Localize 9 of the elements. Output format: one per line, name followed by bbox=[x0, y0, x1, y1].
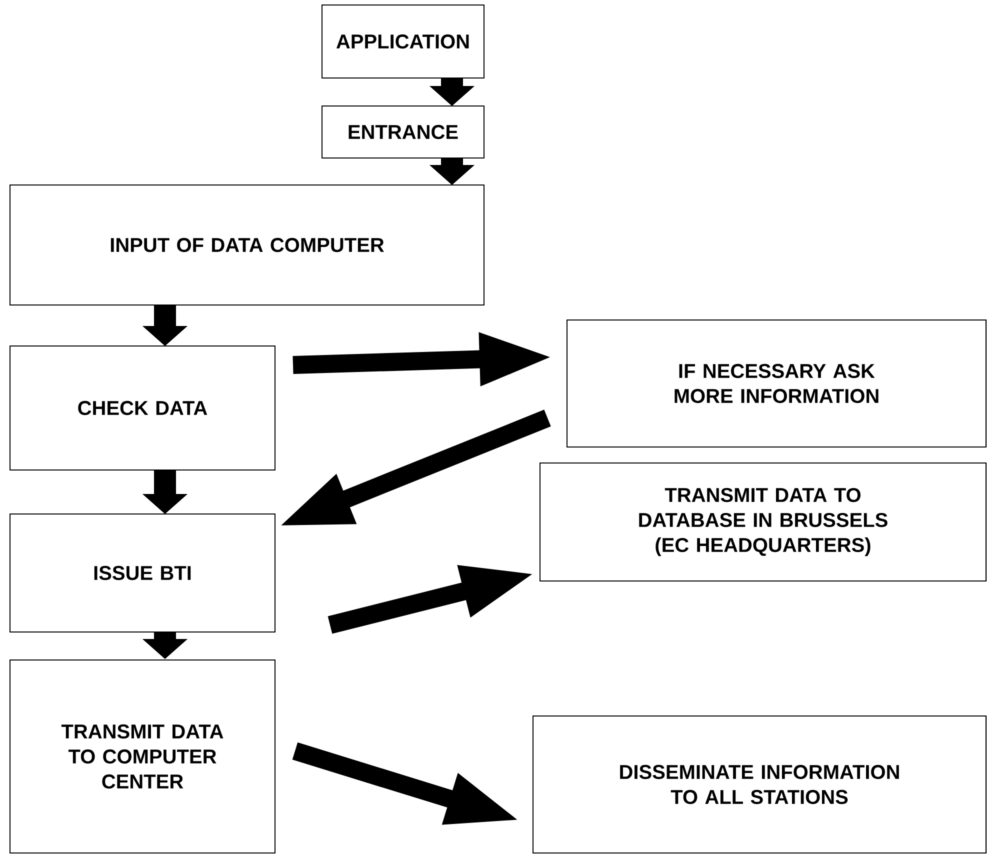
process-box: ISSUE BTI bbox=[10, 514, 276, 632]
process-box: INPUT OF DATA COMPUTER bbox=[10, 184, 484, 306]
process-box: APPLICATION bbox=[322, 4, 484, 78]
process-box: ENTRANCE bbox=[322, 106, 484, 158]
process-box: TRANSMIT DATA TO COMPUTER CENTER bbox=[10, 660, 276, 854]
process-box: DISSEMINATE INFORMATION TO ALL STATIONS bbox=[532, 716, 986, 854]
process-box: IF NECESSARY ASK MORE INFORMATION bbox=[566, 320, 986, 448]
process-box: CHECK DATA bbox=[10, 346, 276, 470]
process-box: TRANSMIT DATA TO DATABASE IN BRUSSELS (EC HEADQUARTERS) bbox=[540, 462, 986, 582]
